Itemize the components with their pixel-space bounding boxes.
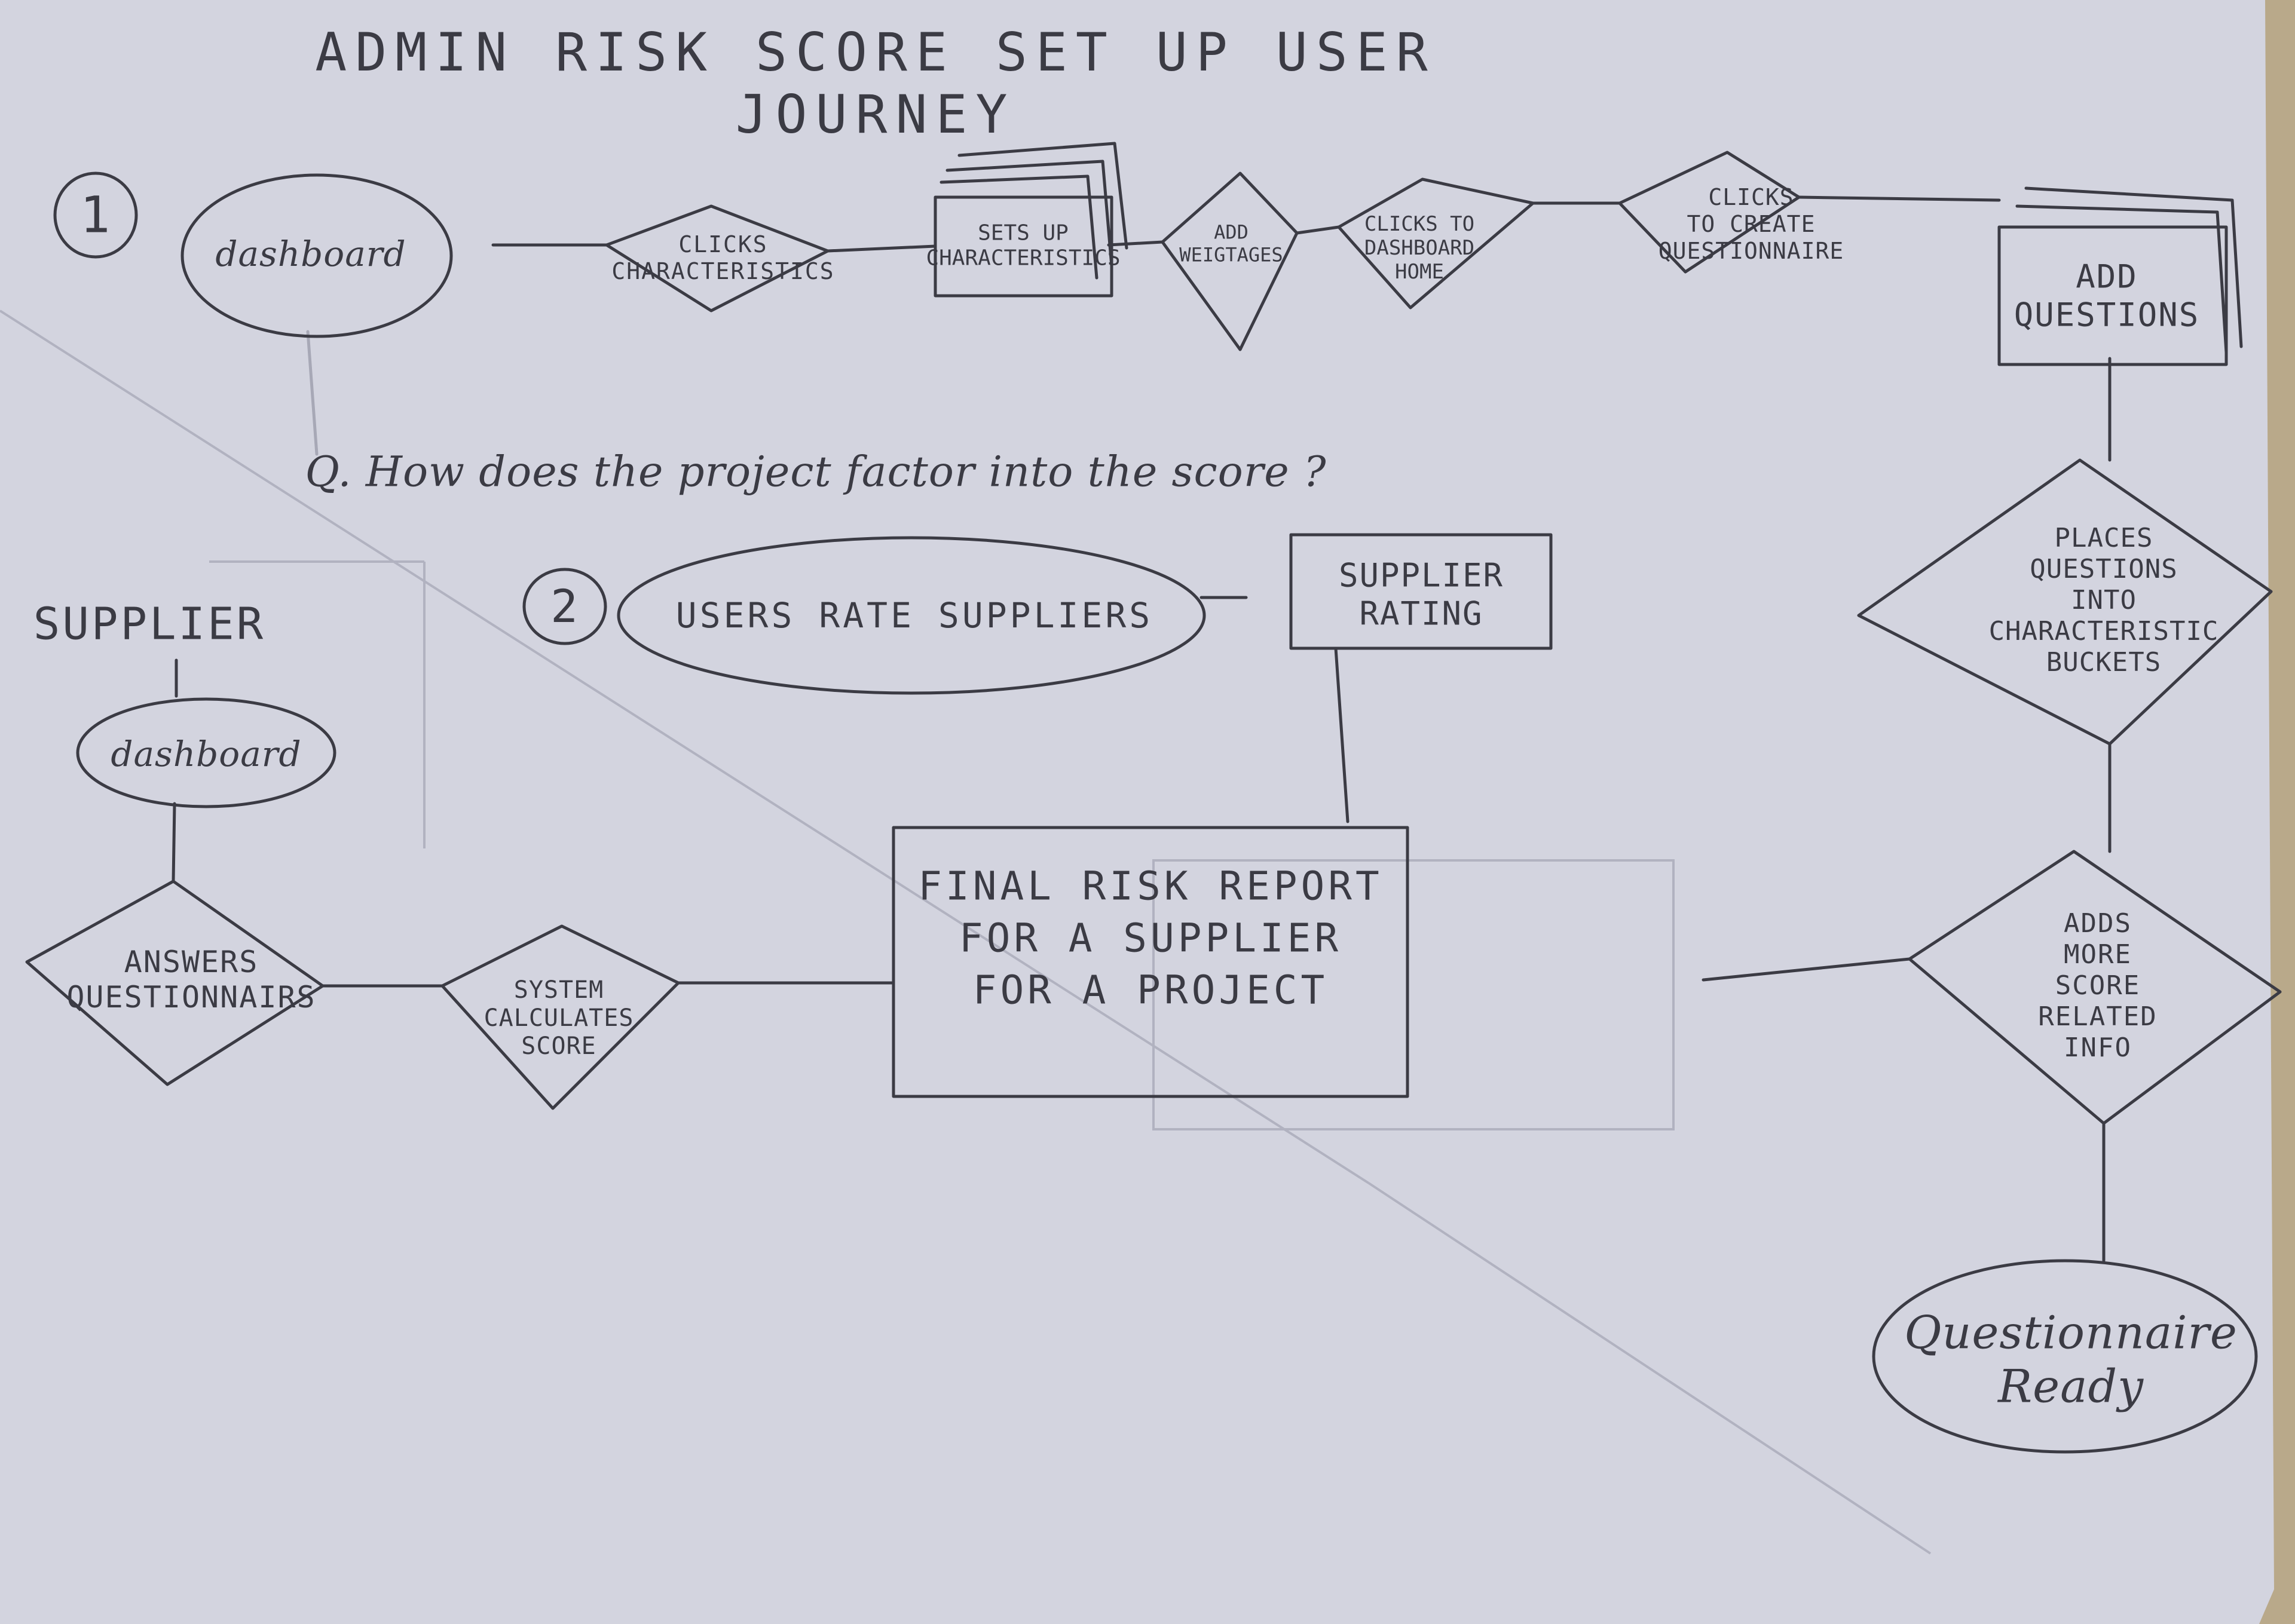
project-factor-question: Q. How does the project factor into the … <box>305 447 1327 497</box>
users-rate-suppliers-label: USERS RATE SUPPLIERS <box>675 595 1153 636</box>
supplier-rating-box[interactable] <box>1289 533 1553 650</box>
clicks-to-create-questionnaire-label: CLICKS TO CREATE QUESTIONNAIRE <box>1658 183 1844 264</box>
sets-up-characteristics-label: SETS UP CHARACTERISTICS <box>926 220 1121 271</box>
clicks-characteristics-diamond[interactable] <box>605 204 830 312</box>
connector-lines <box>172 195 2112 1263</box>
final-risk-report-box[interactable] <box>892 826 1409 1098</box>
step-two-circle <box>522 568 607 645</box>
final-risk-report-label: FINAL RISK REPORT FOR A SUPPLIER FOR A P… <box>918 863 1383 1013</box>
questionnaire-ready-ellipse[interactable] <box>1872 1259 2258 1454</box>
supplier-dashboard-label: dashboard <box>111 733 302 774</box>
add-questions-label: ADD QUESTIONS <box>2014 258 2200 333</box>
sets-up-characteristics-stack[interactable] <box>934 142 1128 298</box>
system-calculates-score-diamond[interactable] <box>440 924 680 1110</box>
questionnaire-ready-label: Questionnaire Ready <box>1904 1306 2238 1412</box>
add-questions-stack[interactable] <box>1997 186 2243 366</box>
add-weightages-diamond[interactable] <box>1161 171 1299 351</box>
clicks-to-dashboard-home-label: CLICKS TO DASHBOARD HOME <box>1364 212 1475 284</box>
clicks-characteristics-label: CLICKS CHARACTERISTICS <box>611 231 835 284</box>
step-two-number: 2 <box>550 580 579 633</box>
adds-more-info-label: ADDS MORE SCORE RELATED INFO <box>2038 908 2158 1063</box>
system-calculates-score-label: SYSTEM CALCULATES SCORE <box>484 976 634 1061</box>
answers-questionnairs-diamond[interactable] <box>25 880 325 1086</box>
users-rate-suppliers-ellipse[interactable] <box>617 536 1206 695</box>
page-title: ADMIN RISK SCORE SET UP USER JOURNEY <box>315 22 1436 145</box>
add-weightages-label: ADD WEIGTAGES <box>1179 220 1283 266</box>
dashboard-ellipse[interactable] <box>180 173 453 338</box>
step-one-circle <box>53 171 138 259</box>
erased-marks <box>0 310 1932 1555</box>
supplier-heading: SUPPLIER <box>33 598 266 650</box>
step-one-number: 1 <box>79 185 112 244</box>
places-questions-diamond[interactable] <box>1857 458 2273 746</box>
supplier-dashboard-ellipse[interactable] <box>76 697 336 808</box>
answers-questionnairs-label: ANSWERS QUESTIONNAIRS <box>66 945 316 1015</box>
clicks-to-dashboard-home-diamond[interactable] <box>1337 177 1535 310</box>
supplier-rating-label: SUPPLIER RATING <box>1338 556 1504 632</box>
dashboard-label: dashboard <box>215 233 406 274</box>
places-questions-label: PLACES QUESTIONS INTO CHARACTERISTIC BUC… <box>1988 523 2219 678</box>
clicks-to-create-questionnaire-diamond[interactable] <box>1618 151 1801 274</box>
adds-more-info-diamond[interactable] <box>1908 850 2282 1125</box>
